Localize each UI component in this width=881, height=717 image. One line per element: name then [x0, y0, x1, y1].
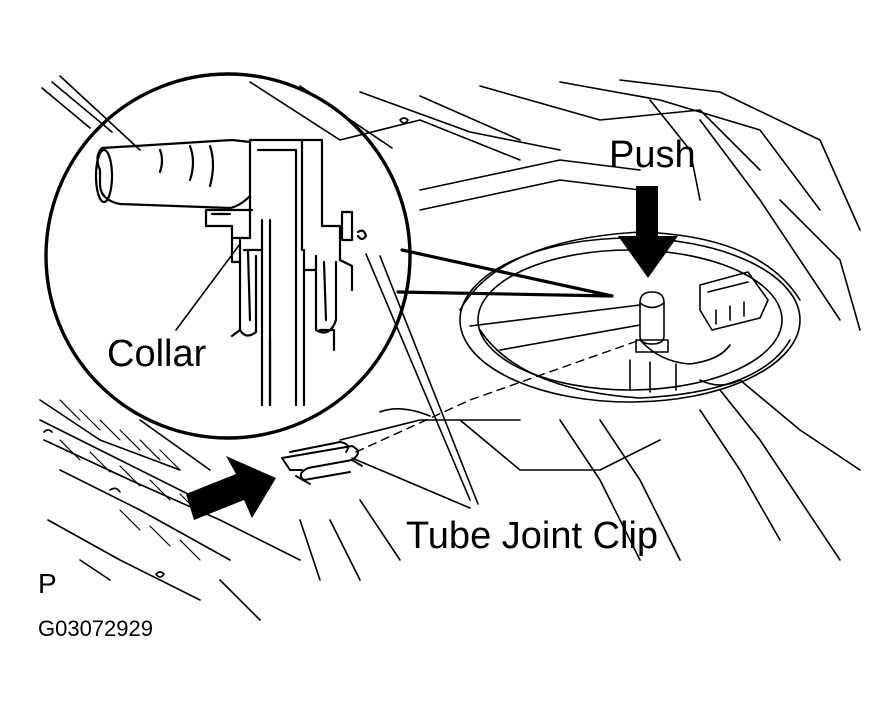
tube-joint-clip-label: Tube Joint Clip	[406, 515, 659, 557]
leader-lines	[175, 243, 479, 509]
clip-alignment-line	[355, 339, 641, 453]
fuel-pump-opening	[459, 231, 801, 403]
electrical-connector	[699, 271, 769, 331]
push-arrow	[618, 186, 678, 278]
tube-joint-clip	[281, 441, 363, 485]
view-letter: P	[38, 568, 57, 599]
push-label: Push	[609, 134, 696, 176]
figure-code: G03072929	[38, 616, 153, 641]
insert-arrow	[186, 456, 276, 520]
detail-hose	[94, 138, 252, 210]
detail-magnifier	[44, 72, 614, 440]
collar-label: Collar	[107, 333, 207, 375]
detail-connector-section	[204, 138, 368, 407]
fuel-tube	[469, 291, 669, 353]
